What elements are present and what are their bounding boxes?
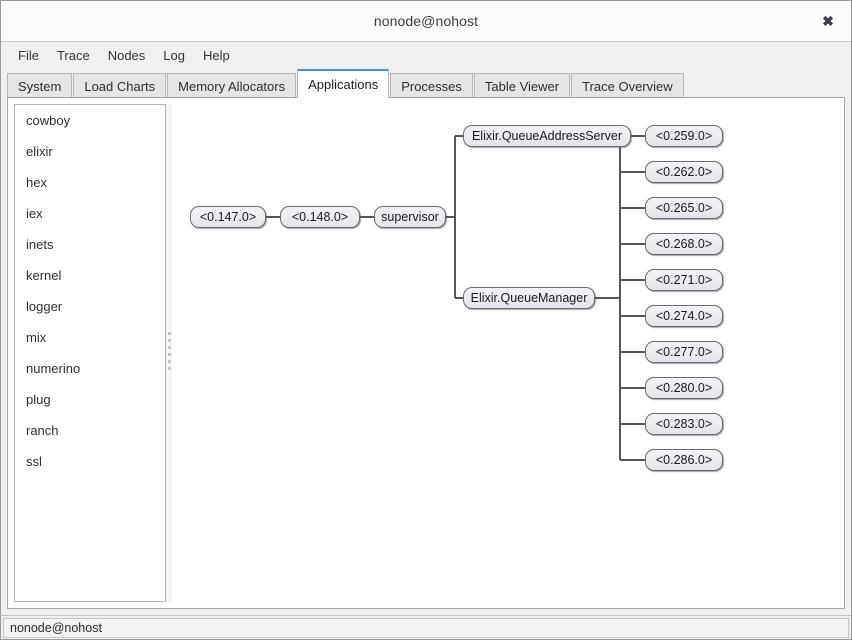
panel-splitter[interactable] bbox=[166, 104, 172, 602]
list-item[interactable]: hex bbox=[26, 175, 47, 190]
menu-item-trace[interactable]: Trace bbox=[56, 47, 90, 63]
tree-node[interactable]: Elixir.QueueManager bbox=[463, 287, 595, 309]
applications-panel: cowboy elixir hex iex inets kernel logger mix nu… bbox=[7, 97, 845, 609]
list-item[interactable]: inets bbox=[26, 237, 54, 252]
list-item[interactable]: logger bbox=[26, 299, 63, 314]
tree-node[interactable]: <0.286.0> bbox=[645, 449, 723, 471]
title-bar: nonode@nohost ✖ bbox=[1, 1, 851, 42]
menu-item-help[interactable]: Help bbox=[202, 47, 230, 63]
tree-edges bbox=[266, 135, 645, 461]
application-list[interactable]: cowboy elixir hex iex inets kernel logger mix nu… bbox=[14, 104, 166, 602]
list-item[interactable]: iex bbox=[26, 206, 43, 221]
tree-node[interactable]: <0.265.0> bbox=[645, 197, 723, 219]
tree-node[interactable]: <0.277.0> bbox=[645, 341, 723, 363]
tree-node[interactable]: <0.259.0> bbox=[645, 125, 723, 147]
splitter-grip-icon bbox=[168, 332, 171, 374]
tree-node[interactable]: <0.280.0> bbox=[645, 377, 723, 399]
menu-bar: File Trace Nodes Log Help bbox=[1, 42, 851, 68]
menu-item-file[interactable]: File bbox=[18, 47, 39, 63]
list-item[interactable]: cowboy bbox=[26, 113, 71, 128]
close-icon[interactable]: ✖ bbox=[822, 13, 834, 29]
status-bar: nonode@nohost bbox=[1, 615, 851, 639]
list-item[interactable]: elixir bbox=[26, 144, 53, 159]
tab-system[interactable]: System bbox=[7, 73, 73, 98]
list-item[interactable]: ssl bbox=[26, 454, 42, 469]
list-item[interactable]: mix bbox=[26, 330, 47, 345]
tab-load-charts[interactable]: Load Charts bbox=[73, 73, 167, 98]
tab-table-viewer[interactable]: Table Viewer bbox=[473, 73, 571, 98]
tree-node[interactable]: <0.147.0> bbox=[190, 206, 266, 228]
menu-item-log[interactable]: Log bbox=[163, 47, 185, 63]
status-text: nonode@nohost bbox=[3, 617, 849, 638]
tab-memory-allocators[interactable]: Memory Allocators bbox=[167, 73, 297, 98]
list-item[interactable]: kernel bbox=[26, 268, 62, 283]
tab-trace-overview[interactable]: Trace Overview bbox=[571, 73, 684, 98]
window-title: nonode@nohost bbox=[373, 13, 479, 29]
content-area: cowboy elixir hex iex inets kernel logger mix nu… bbox=[1, 97, 851, 615]
tree-node[interactable]: <0.262.0> bbox=[645, 161, 723, 183]
tree-node[interactable]: supervisor bbox=[374, 206, 446, 228]
tree-node[interactable]: <0.148.0> bbox=[280, 206, 360, 228]
tree-node[interactable]: <0.283.0> bbox=[645, 413, 723, 435]
tree-node[interactable]: <0.274.0> bbox=[645, 305, 723, 327]
tab-processes[interactable]: Processes bbox=[390, 73, 473, 98]
list-item[interactable]: numerino bbox=[26, 361, 81, 376]
list-item[interactable]: plug bbox=[26, 392, 51, 407]
tree-node[interactable]: Elixir.QueueAddressServer bbox=[463, 125, 631, 147]
tree-node[interactable]: <0.268.0> bbox=[645, 233, 723, 255]
tree-node[interactable]: <0.271.0> bbox=[645, 269, 723, 291]
list-item[interactable]: ranch bbox=[26, 423, 59, 438]
menu-item-nodes[interactable]: Nodes bbox=[107, 47, 146, 63]
tab-applications[interactable]: Applications bbox=[297, 69, 390, 98]
